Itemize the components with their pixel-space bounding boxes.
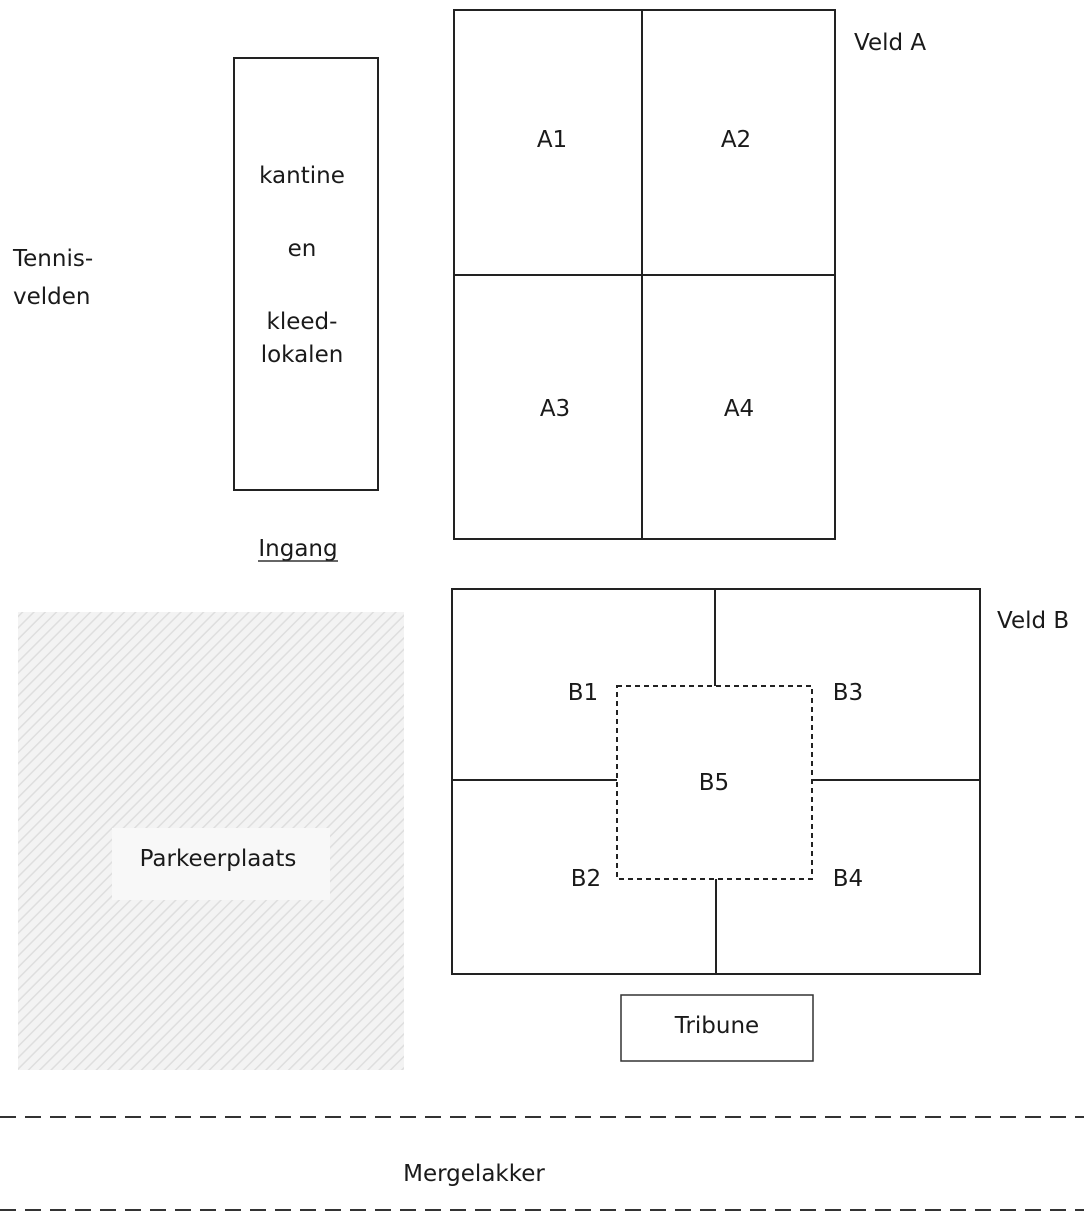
pitch-a4-label: A4 — [724, 396, 754, 422]
road-label: Mergelakker — [403, 1161, 545, 1187]
tennis-courts-label-line-2: velden — [13, 284, 90, 310]
stand: Tribune — [620, 994, 814, 1062]
pitch-b4-label: B4 — [833, 866, 863, 892]
clubhouse-label-line-1: kantine — [259, 163, 345, 189]
road: Mergelakker — [0, 1116, 1084, 1211]
pitch-b5-label: B5 — [699, 770, 729, 796]
pitch-b2-label: B2 — [571, 866, 601, 892]
clubhouse: kantine en kleed- lokalen — [233, 57, 379, 491]
pitch-a2-label: A2 — [721, 127, 751, 153]
field-a: Veld A A1 A2 A3 A4 — [453, 9, 926, 540]
entrance: Ingang — [258, 536, 338, 562]
pitch-b1-label: B1 — [568, 680, 598, 706]
clubhouse-label-line-3: kleed- — [267, 309, 338, 335]
clubhouse-label-line-4: lokalen — [261, 342, 344, 368]
pitch-a3-label: A3 — [540, 396, 570, 422]
field-b: Veld B B1 B2 B3 B4 B5 — [451, 588, 1069, 975]
clubhouse-outline — [233, 57, 379, 491]
clubhouse-label-line-2: en — [288, 236, 317, 262]
stand-label: Tribune — [674, 1013, 759, 1039]
stand-outline — [620, 994, 814, 1062]
tennis-courts-label-line-1: Tennis- — [12, 246, 93, 272]
entrance-label: Ingang — [258, 536, 337, 562]
field-a-title: Veld A — [854, 30, 926, 56]
field-b-title: Veld B — [997, 608, 1069, 634]
parking-label-backdrop — [112, 828, 330, 900]
pitch-b5-outline — [616, 685, 813, 880]
pitch-a1-label: A1 — [537, 127, 567, 153]
parking-label: Parkeerplaats — [140, 846, 297, 872]
pitch-b3-label: B3 — [833, 680, 863, 706]
parking-lot: Parkeerplaats — [18, 612, 404, 1070]
tennis-courts-area: Tennis- velden — [12, 246, 93, 310]
